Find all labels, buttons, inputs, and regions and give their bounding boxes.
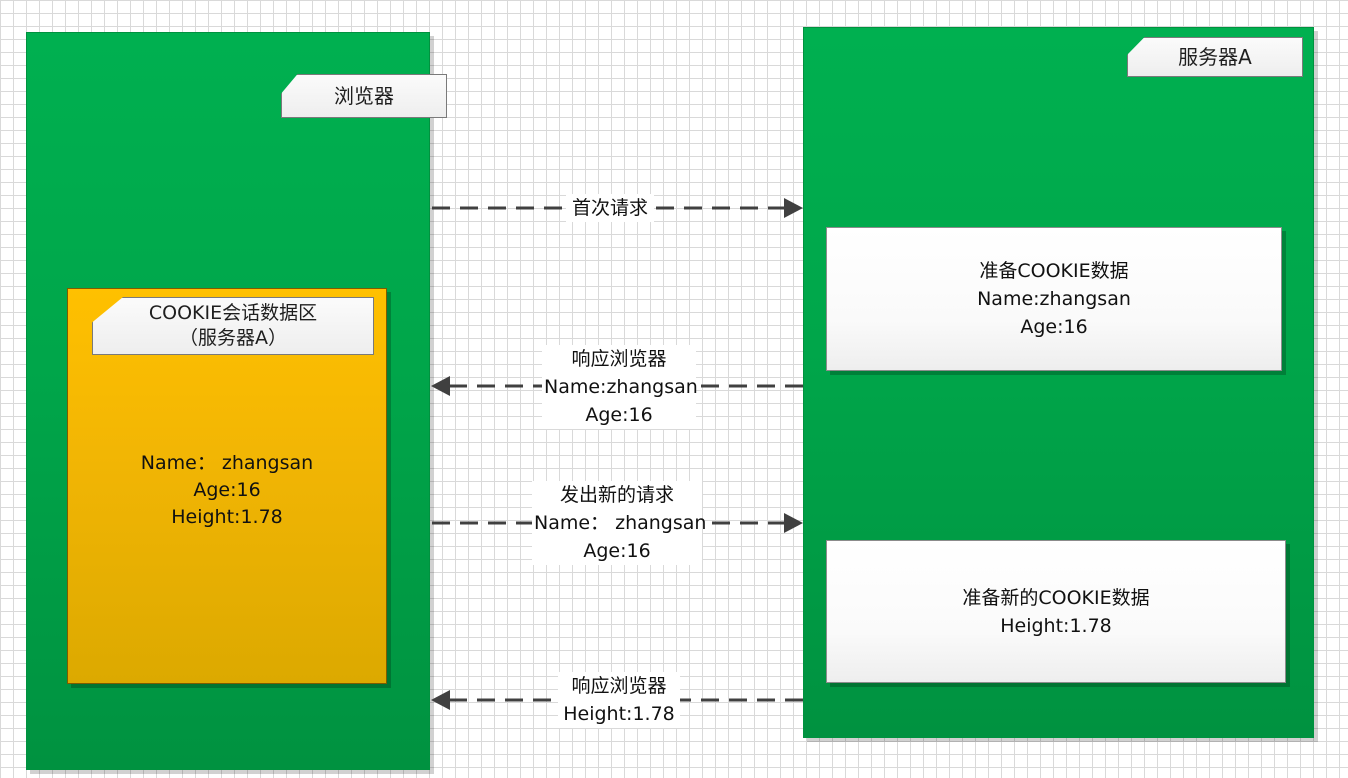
server-title-tab: 服务器A: [1127, 37, 1303, 77]
new-request-arrowhead: [784, 513, 803, 533]
cookie-zone-name: Name： zhangsan: [140, 452, 314, 474]
new-request-line1: 发出新的请求: [559, 484, 674, 506]
first-request-arrowhead: [784, 198, 803, 218]
cookie-data-zone: COOKIE会话数据区 （服务器A） Name： zhangsan Age:16…: [67, 288, 387, 684]
server-title: 服务器A: [1178, 45, 1252, 69]
cookie-zone-title-line1: COOKIE会话数据区: [148, 302, 318, 325]
new-request-line2: Name： zhangsan: [534, 512, 707, 534]
browser-title: 浏览器: [334, 84, 394, 108]
response-2-line2: Height:1.78: [563, 703, 675, 725]
prepare-new-cookie-line1: 准备新的COOKIE数据: [962, 586, 1150, 609]
prepare-new-cookie-line2: Height:1.78: [1000, 614, 1112, 637]
new-request-line3: Age:16: [583, 540, 651, 562]
response-2-arrowhead: [431, 690, 450, 710]
prepare-cookie-line1: 准备COOKIE数据: [979, 260, 1129, 282]
browser-panel: 浏览器 COOKIE会话数据区 （服务器A） Name： zhangsan Ag…: [26, 32, 447, 770]
response-1-line3: Age:16: [585, 404, 653, 426]
response-2-line1: 响应浏览器: [571, 675, 667, 697]
prepare-cookie-line3: Age:16: [1020, 316, 1088, 338]
response-1-line2: Name:zhangsan: [544, 376, 698, 398]
response-1-label: 响应浏览器 Name:zhangsan Age:16: [542, 345, 698, 429]
new-request-label: 发出新的请求 Name： zhangsan Age:16: [532, 481, 707, 565]
first-request-label: 首次请求: [566, 194, 655, 222]
response-2-label: 响应浏览器 Height:1.78: [558, 672, 680, 728]
prepare-cookie-box: 准备COOKIE数据 Name:zhangsan Age:16: [826, 227, 1282, 371]
browser-title-tab: 浏览器: [281, 74, 447, 118]
cookie-zone-age: Age:16: [193, 479, 261, 501]
prepare-new-cookie-box: 准备新的COOKIE数据 Height:1.78: [826, 540, 1286, 683]
cookie-zone-title-line2: （服务器A）: [179, 327, 287, 349]
cookie-zone-height: Height:1.78: [171, 506, 283, 528]
prepare-cookie-line2: Name:zhangsan: [977, 288, 1131, 310]
cookie-zone-title-tab: COOKIE会话数据区 （服务器A）: [92, 297, 374, 355]
response-1-arrowhead: [431, 376, 450, 396]
cookie-zone-content: Name： zhangsan Age:16 Height:1.78: [68, 450, 386, 531]
response-1-line1: 响应浏览器: [571, 348, 667, 370]
